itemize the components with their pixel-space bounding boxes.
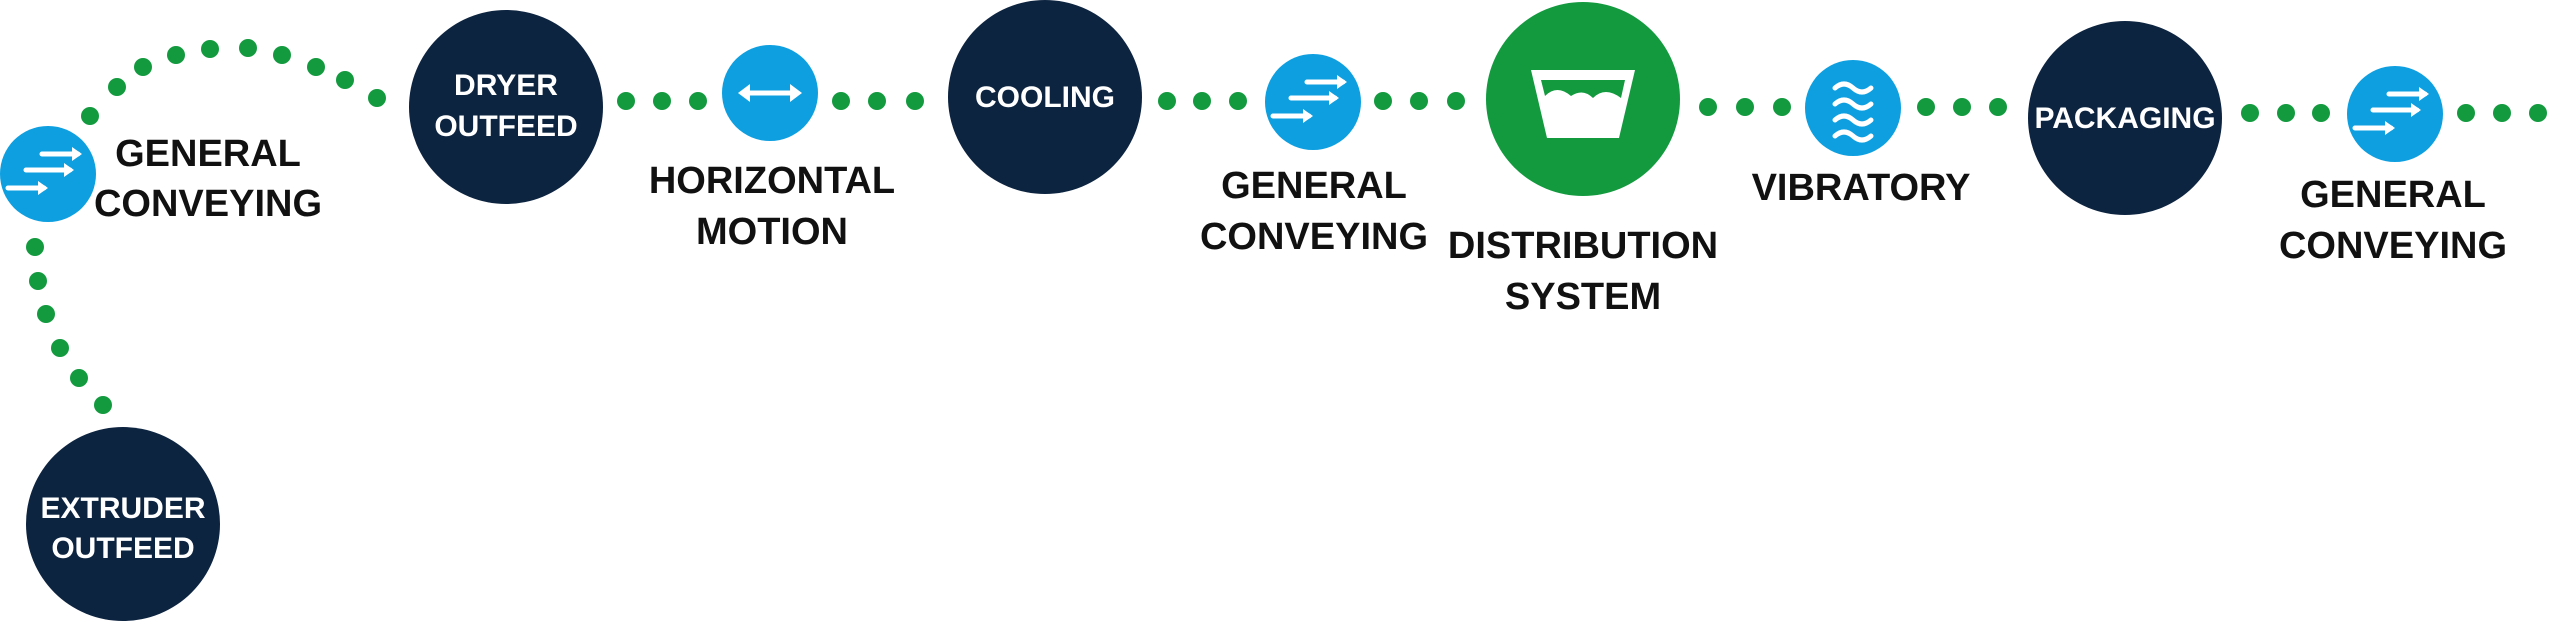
label-general-conveying-1: GENERAL CONVEYING [94,133,322,225]
connector-dot [2277,104,2295,122]
connector-dot [239,39,257,57]
node-cooling: COOLING [948,0,1142,194]
connector-dot [906,92,924,110]
connector-dot [1410,92,1428,110]
node-general-conveying-3 [2347,66,2443,162]
node-circle [948,0,1142,194]
connector-dot [307,58,325,76]
label-distribution-system: DISTRIBUTION SYSTEM [1448,225,1718,318]
label-line1: DISTRIBUTION [1448,225,1718,267]
label-line2: CONVEYING [1200,216,1428,258]
connector-dot [81,107,99,125]
label-line1: GENERAL [115,133,301,175]
connector-dot [2457,104,2475,122]
node-vibratory [1805,60,1901,156]
label-line2: MOTION [696,211,848,253]
label-horizontal-motion: HORIZONTAL MOTION [649,160,895,253]
connector-dot [273,46,291,64]
connector-dot [336,71,354,89]
node-extruder-outfeed: EXTRUDER OUTFEED [26,427,220,621]
connector-dot [2493,104,2511,122]
connector-dot [868,92,886,110]
node-label-line2: OUTFEED [434,110,577,143]
connector-dot [134,58,152,76]
node-circle [409,10,603,204]
node-packaging: PACKAGING [2028,21,2222,215]
node-label-line1: EXTRUDER [40,492,205,525]
connector-dot [653,92,671,110]
wave-icon [1832,81,1874,143]
bin-icon [1531,70,1635,138]
connector-dot [37,305,55,323]
connector-dot [1699,98,1717,116]
label-general-conveying-3: GENERAL CONVEYING [2279,174,2507,267]
node-distribution-system [1486,2,1680,196]
connector-dot [1989,98,2007,116]
connector-dot [2241,104,2259,122]
node-dryer-outfeed: DRYER OUTFEED [409,10,603,204]
connector-dot [1917,98,1935,116]
node-label-line2: OUTFEED [51,532,194,565]
conveying-arrows-icon [2352,87,2429,135]
node-general-conveying-1 [0,126,96,222]
node-circle [2028,21,2222,215]
connector-dot [1773,98,1791,116]
connector-dot [94,396,112,414]
connector-dot [51,339,69,357]
label-line2: CONVEYING [94,183,322,225]
node-horizontal-motion [722,45,818,141]
connector-dot [1374,92,1392,110]
node-label: PACKAGING [2034,102,2215,135]
label-line1: GENERAL [1221,165,1407,207]
conveying-arrows-icon [1270,75,1347,123]
label-vibratory: VIBRATORY [1752,167,1971,209]
label-line1: HORIZONTAL [649,160,895,202]
double-arrow-icon [738,84,802,102]
connector-dot [2529,104,2547,122]
connector-dot [1229,92,1247,110]
connector-dot [689,92,707,110]
connector-dot [29,272,47,290]
vibratory-circle [1805,60,1901,156]
label-line2: CONVEYING [2279,225,2507,267]
node-general-conveying-2 [1265,54,1361,150]
conveying-arrows-icon [5,147,82,195]
label-general-conveying-2: GENERAL CONVEYING [1200,165,1428,258]
node-circle [26,427,220,621]
conveying-circle [1265,54,1361,150]
label-line1: GENERAL [2300,174,2486,216]
connector-dot [617,92,635,110]
node-label: COOLING [975,81,1115,114]
conveying-circle [0,126,96,222]
connector-dot [70,369,88,387]
connector-dot [1447,92,1465,110]
connector-dot [108,78,126,96]
connector-dot [201,40,219,58]
connector-dot [1953,98,1971,116]
connector-dot [368,89,386,107]
connector-dot [1736,98,1754,116]
node-label-line1: DRYER [454,69,558,102]
connector-dot [26,238,44,256]
connector-dot [1158,92,1176,110]
connector-dot [1193,92,1211,110]
label-line1: VIBRATORY [1752,167,1971,209]
dotted-connector [26,39,2547,414]
connector-dot [167,46,185,64]
conveying-circle [2347,66,2443,162]
connector-dot [2312,104,2330,122]
connector-dot [832,92,850,110]
label-line2: SYSTEM [1505,276,1661,318]
